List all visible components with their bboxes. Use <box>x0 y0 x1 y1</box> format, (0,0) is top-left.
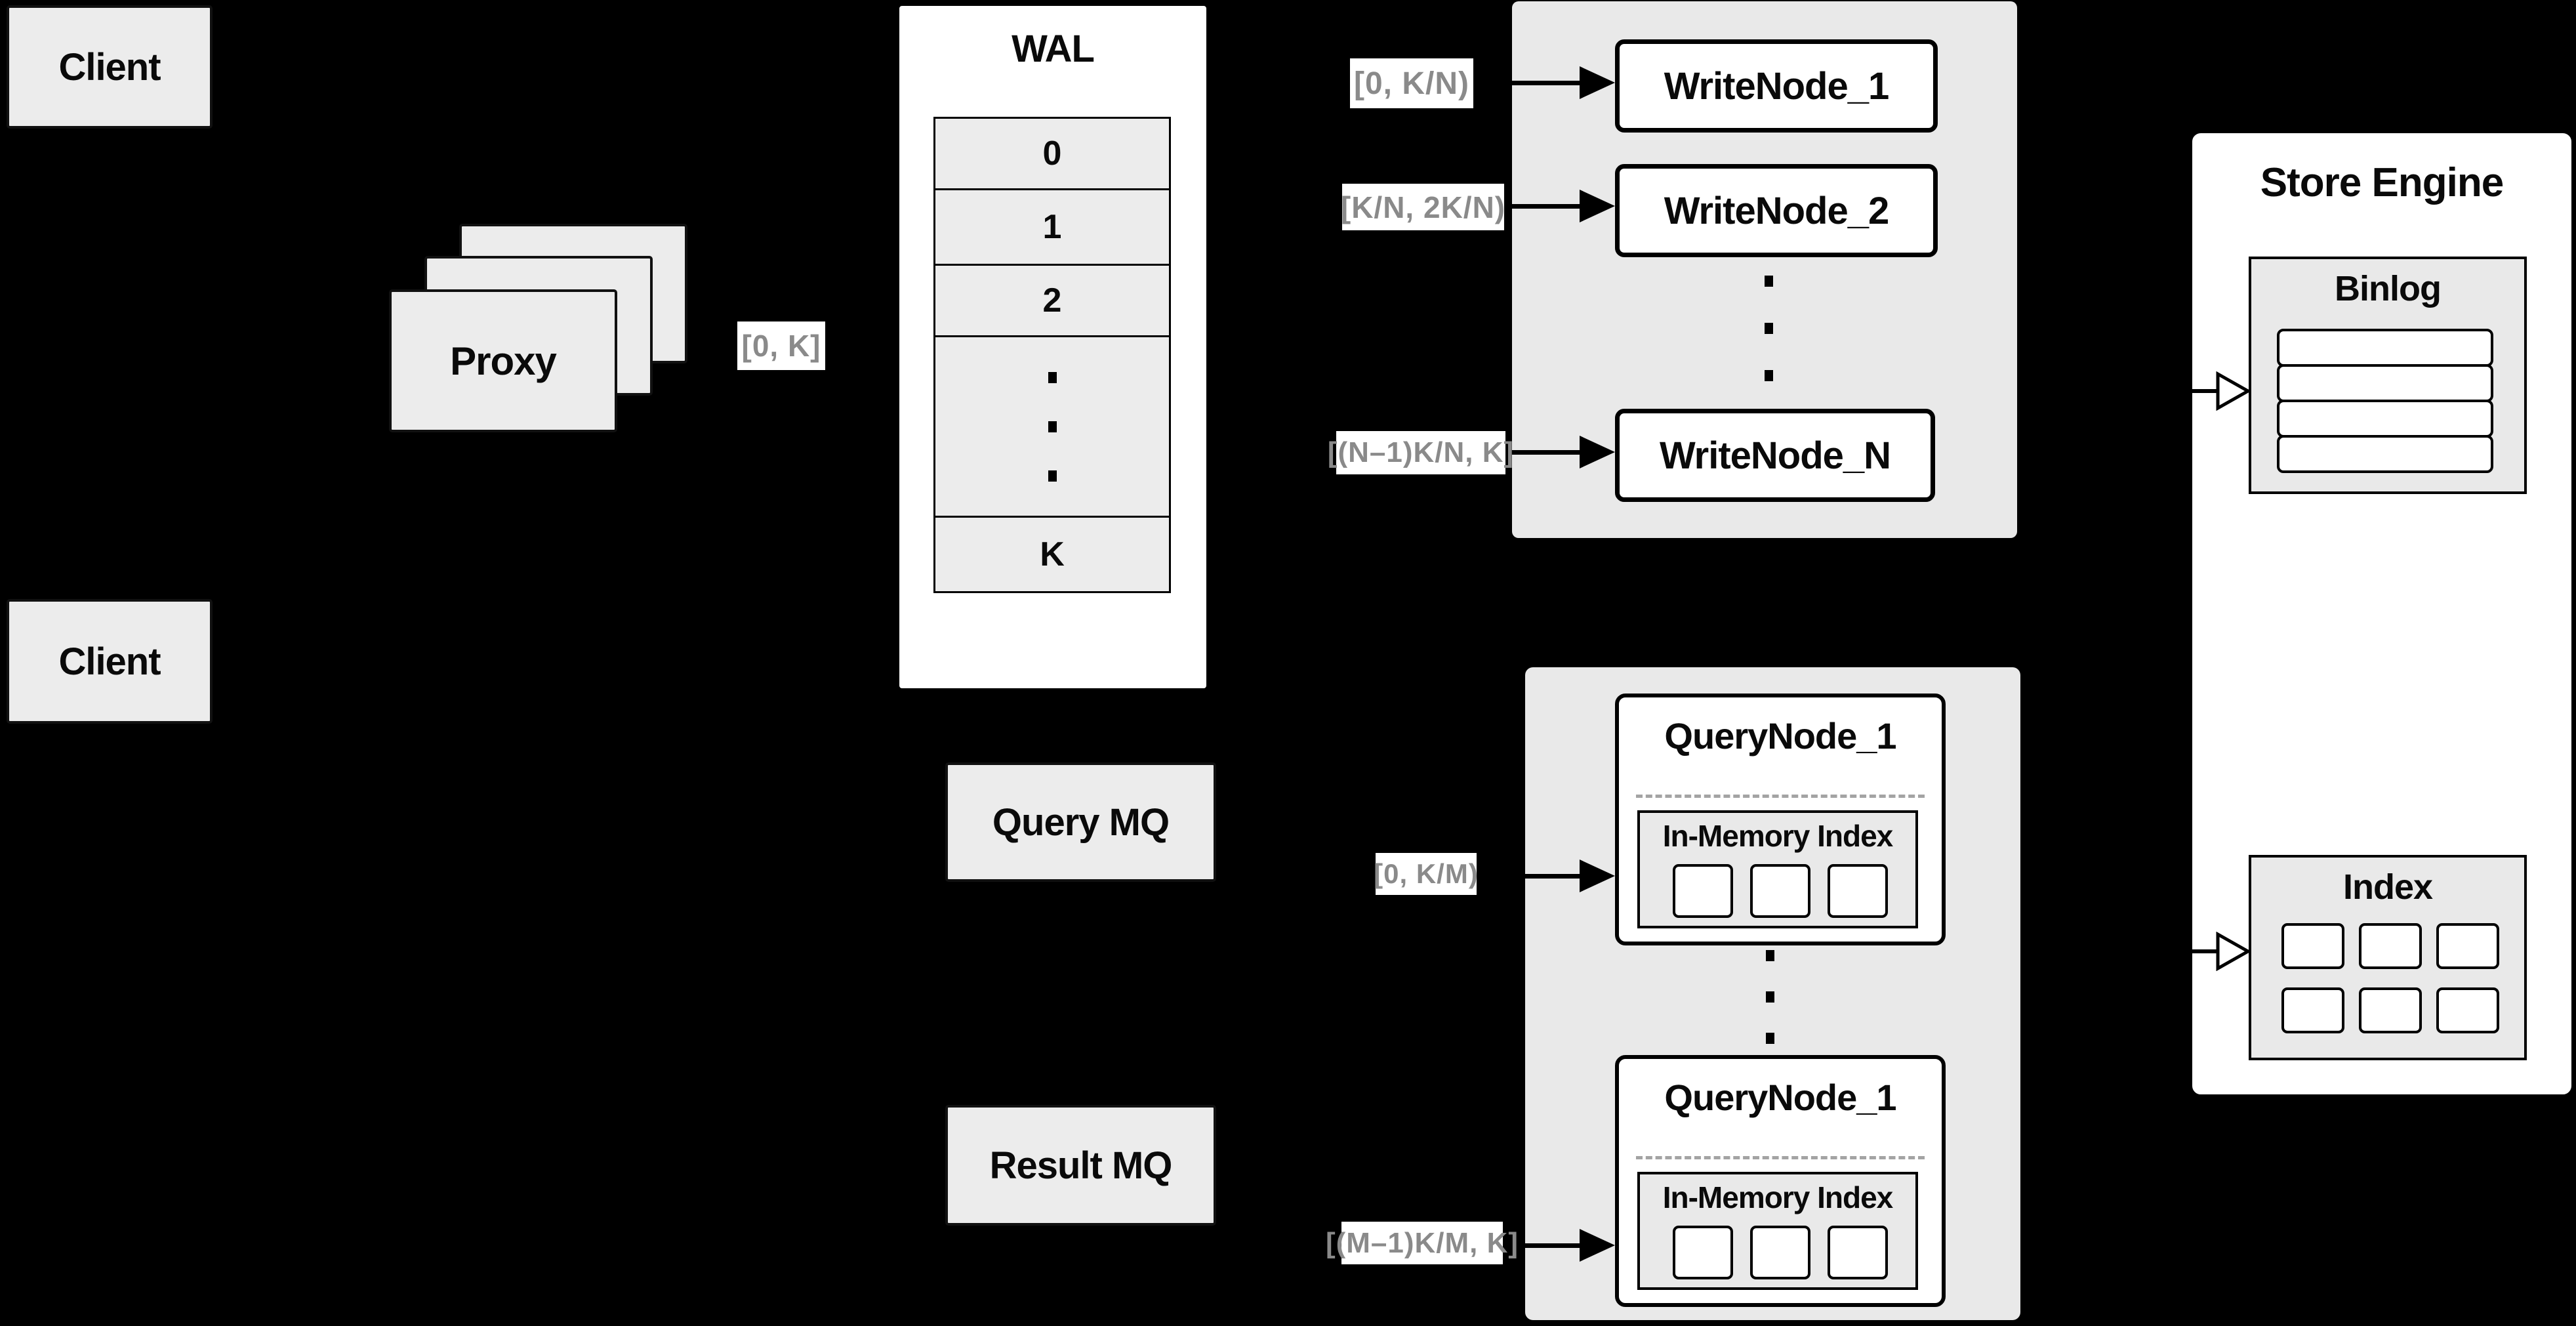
index-cell <box>2436 923 2499 969</box>
query-mq-box: Query MQ <box>945 762 1216 882</box>
in-memory-cell <box>1750 864 1810 918</box>
write-node-2-label: WriteNode_2 <box>1664 189 1889 232</box>
binlog-slat <box>2277 435 2493 473</box>
open-arrowhead-icon <box>2216 932 2252 971</box>
index-cell <box>2281 987 2344 1033</box>
wal-row-1: 1 <box>933 188 1171 266</box>
wal-row-2-label: 2 <box>1042 281 1062 320</box>
arrowhead-icon <box>1580 860 1615 892</box>
write-nodes-ellipsis-icon <box>1765 276 1773 381</box>
query-node-divider <box>1636 795 1925 798</box>
client-top-label: Client <box>58 45 161 89</box>
wal-title: WAL <box>1012 28 1095 70</box>
query-node-2-title: QueryNode_1 <box>1664 1077 1896 1118</box>
query-mq-label: Query MQ <box>992 800 1170 844</box>
query-nodes-ellipsis-icon <box>1766 950 1774 1044</box>
store-engine-title: Store Engine <box>2260 160 2504 205</box>
in-memory-cell <box>1828 1226 1888 1279</box>
index-cell <box>2359 987 2422 1033</box>
query-node-box-2: QueryNode_1 In-Memory Index <box>1615 1055 1946 1307</box>
arrowhead-icon <box>1580 1229 1615 1262</box>
binlog-box: Binlog <box>2249 257 2527 494</box>
wal-row-0-label: 0 <box>1042 135 1062 173</box>
wal-row-k: K <box>933 516 1171 593</box>
range-label-query-1: [0, K/M) <box>1374 853 1478 895</box>
index-cell <box>2359 923 2422 969</box>
query-node-divider <box>1636 1156 1925 1159</box>
write-node-1-label: WriteNode_1 <box>1664 64 1889 108</box>
proxy-label: Proxy <box>450 339 557 383</box>
in-memory-cell <box>1673 1226 1733 1279</box>
wal-row-k-label: K <box>1040 535 1065 573</box>
write-node-1: WriteNode_1 <box>1615 39 1938 133</box>
range-label-query-m: [(M–1)K/M, K] <box>1326 1222 1518 1264</box>
arrowhead-icon <box>1580 436 1615 468</box>
in-memory-index-box-2: In-Memory Index <box>1637 1172 1918 1290</box>
open-arrowhead-icon <box>2216 371 2252 411</box>
range-label-write-1: [0, K/N) <box>1350 58 1473 108</box>
in-memory-cell <box>1673 864 1733 918</box>
client-box-bottom: Client <box>7 599 213 724</box>
index-title: Index <box>2342 867 2433 907</box>
index-cell <box>2436 987 2499 1033</box>
in-memory-index-box-1: In-Memory Index <box>1637 810 1918 928</box>
wal-row-0: 0 <box>933 117 1171 190</box>
store-engine-box: Store Engine Binlog Index <box>2189 130 2575 1098</box>
proxy-card-front: Proxy <box>389 289 617 432</box>
result-mq-label: Result MQ <box>989 1144 1173 1187</box>
wal-box: WAL 0 1 2 K <box>897 3 1209 691</box>
result-mq-box: Result MQ <box>945 1105 1216 1226</box>
binlog-arrow <box>2192 371 2252 411</box>
index-box: Index <box>2249 855 2527 1060</box>
in-memory-cell <box>1750 1226 1810 1279</box>
arrowhead-icon <box>1580 66 1615 99</box>
wal-ellipsis-icon <box>1048 371 1057 482</box>
query-node-box-1: QueryNode_1 In-Memory Index <box>1615 694 1946 945</box>
proxy-stack: Proxy <box>389 224 687 432</box>
write-node-n: WriteNode_N <box>1615 409 1935 502</box>
range-label-proxy: [0, K] <box>737 321 825 370</box>
wal-row-1-label: 1 <box>1042 208 1062 246</box>
in-memory-index-title: In-Memory Index <box>1662 1180 1894 1214</box>
arrowhead-icon <box>1580 190 1615 222</box>
client-bottom-label: Client <box>58 640 161 683</box>
range-label-write-n: [(N–1)K/N, K] <box>1328 431 1513 474</box>
wal-row-ellipsis <box>933 335 1171 518</box>
wal-row-2: 2 <box>933 264 1171 337</box>
query-node-1-title: QueryNode_1 <box>1664 715 1896 756</box>
write-node-n-label: WriteNode_N <box>1659 434 1891 477</box>
index-arrow <box>2192 932 2252 971</box>
in-memory-index-title: In-Memory Index <box>1662 819 1894 853</box>
write-node-2: WriteNode_2 <box>1615 164 1938 257</box>
in-memory-cell <box>1828 864 1888 918</box>
index-cell <box>2281 923 2344 969</box>
binlog-title: Binlog <box>2335 269 2442 308</box>
range-label-write-2: [K/N, 2K/N) <box>1341 184 1505 230</box>
binlog-slat <box>2277 400 2493 438</box>
binlog-slat <box>2277 329 2493 367</box>
binlog-slat <box>2277 364 2493 402</box>
client-box-top: Client <box>7 5 213 129</box>
